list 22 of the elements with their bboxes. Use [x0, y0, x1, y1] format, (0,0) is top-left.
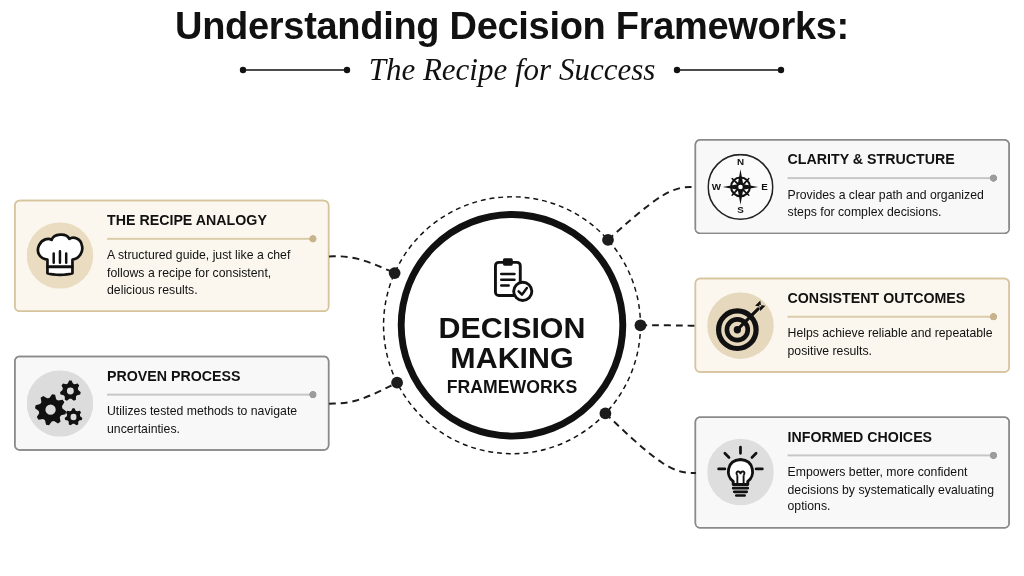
- compass-letter: E: [761, 181, 768, 192]
- card-heading: CONSISTENT OUTCOMES: [787, 290, 967, 308]
- card-description: Helps achieve reliable and repeatable positive results.: [787, 326, 994, 360]
- connector-line: [328, 255, 401, 280]
- card-description: A structured guide, just like a chef follows a recipe for consistent, delicious results.: [107, 248, 292, 300]
- card-description: Utilizes tested methods to navigate uncertainties.: [107, 404, 299, 438]
- card-description: Empowers better, more confident decisions by systematically evaluating options.: [787, 464, 995, 516]
- card-description: Provides a clear path and organized steps for complex decisions.: [787, 187, 985, 222]
- page-title: Understanding Decision Frameworks:: [175, 4, 849, 48]
- card-heading: CLARITY & STRUCTURE: [787, 151, 956, 169]
- hub-title: DECISION MAKING: [437, 312, 587, 374]
- connector-line: [599, 407, 697, 475]
- compass-letter: N: [736, 157, 744, 168]
- subtitle: The Recipe for Success: [368, 51, 656, 89]
- hub-subtitle: FRAMEWORKS: [446, 378, 578, 398]
- connector-line: [328, 376, 403, 405]
- compass-letter: W: [711, 181, 722, 192]
- card-heading: PROVEN PROCESS: [107, 368, 242, 386]
- card-heading: INFORMED CHOICES: [787, 429, 934, 447]
- card-heading: THE RECIPE ANALOGY: [107, 212, 268, 230]
- connector-line: [634, 319, 697, 332]
- compass-letter: S: [737, 205, 744, 216]
